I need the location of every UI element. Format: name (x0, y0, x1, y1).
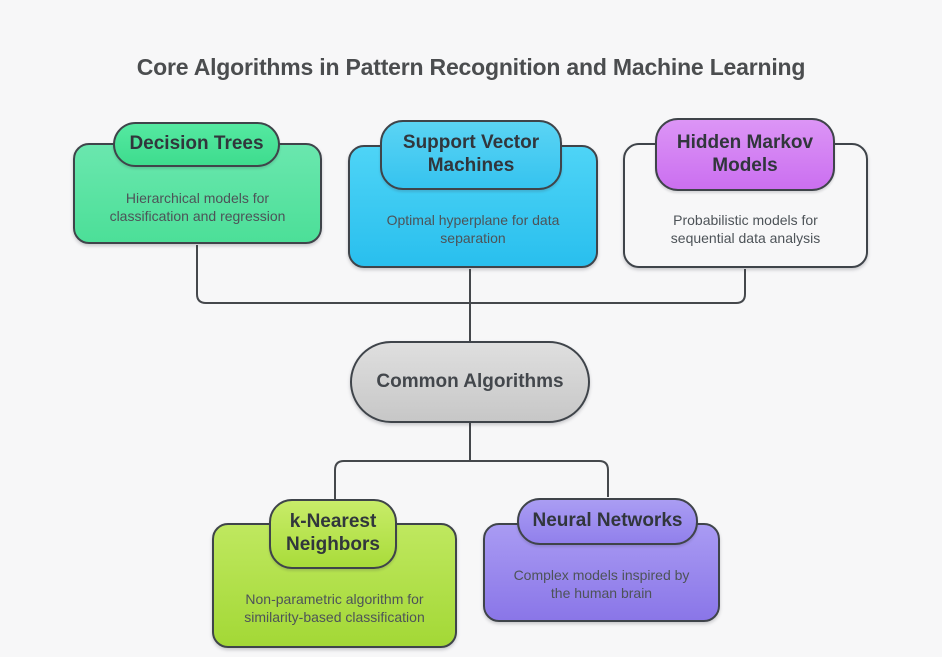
node-hidden-markov-models-description: Probabilistic models for sequential data… (670, 212, 821, 246)
node-hidden-markov-models-header: Hidden Markov Models (655, 118, 835, 191)
diagram-title: Core Algorithms in Pattern Recognition a… (136, 54, 806, 80)
node-common-algorithms: Common Algorithms (350, 341, 590, 423)
edge-bottom-splitter (334, 460, 609, 499)
node-support-vector-machines-header: Support Vector Machines (380, 120, 562, 190)
node-neural-networks-title: Neural Networks (532, 510, 683, 532)
node-neural-networks-description: Complex models inspired by the human bra… (513, 567, 690, 601)
node-support-vector-machines-title: Support Vector Machines (402, 132, 540, 176)
node-decision-trees-description: Hierarchical models for classification a… (109, 190, 286, 224)
node-hidden-markov-models-body: Probabilistic models for sequential data… (623, 143, 868, 268)
node-k-nearest-neighbors-header: k-Nearest Neighbors (269, 499, 397, 569)
node-decision-trees-header: Decision Trees (113, 122, 280, 167)
node-k-nearest-neighbors-description: Non-parametric algorithm for similarity-… (244, 591, 425, 625)
node-decision-trees-title: Decision Trees (129, 133, 264, 155)
node-neural-networks-header: Neural Networks (517, 498, 698, 545)
node-decision-trees-body: Hierarchical models for classification a… (73, 143, 322, 244)
node-k-nearest-neighbors-title: k-Nearest Neighbors (286, 511, 380, 555)
node-common-algorithms-label: Common Algorithms (376, 371, 564, 392)
node-support-vector-machines-description: Optimal hyperplane for data separation (386, 212, 560, 246)
node-hidden-markov-models-title: Hidden Markov Models (676, 131, 814, 176)
